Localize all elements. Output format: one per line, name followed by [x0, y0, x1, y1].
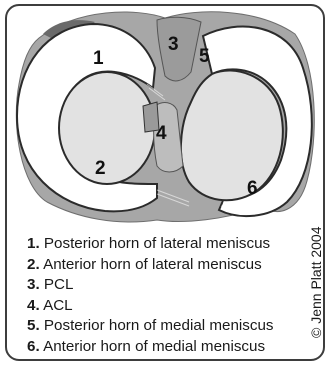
legend: 1. Posterior horn of lateral meniscus 2.…: [27, 234, 274, 358]
copyright-credit: © Jenn Platt 2004: [308, 226, 324, 338]
legend-item: 5. Posterior horn of medial meniscus: [27, 316, 274, 337]
label-pcl: 3: [168, 34, 179, 55]
label-anterior-horn-medial: 6: [247, 178, 258, 199]
legend-item: 3. PCL: [27, 275, 274, 296]
legend-item: 1. Posterior horn of lateral meniscus: [27, 234, 274, 255]
label-posterior-horn-lateral: 1: [93, 48, 104, 69]
knee-meniscus-diagram: 1 2 3 4 5 6: [7, 6, 323, 231]
label-anterior-horn-lateral: 2: [95, 158, 106, 179]
label-acl: 4: [156, 123, 167, 144]
legend-item: 6. Anterior horn of medial meniscus: [27, 337, 274, 358]
medial-tibial-plateau: [181, 71, 283, 201]
legend-item: 2. Anterior horn of lateral meniscus: [27, 255, 274, 276]
label-posterior-horn-medial: 5: [199, 46, 210, 67]
lateral-tibial-plateau: [59, 72, 155, 184]
legend-item: 4. ACL: [27, 296, 274, 317]
figure-frame: 1 2 3 4 5 6 1. Posterior horn of lateral…: [5, 4, 325, 361]
